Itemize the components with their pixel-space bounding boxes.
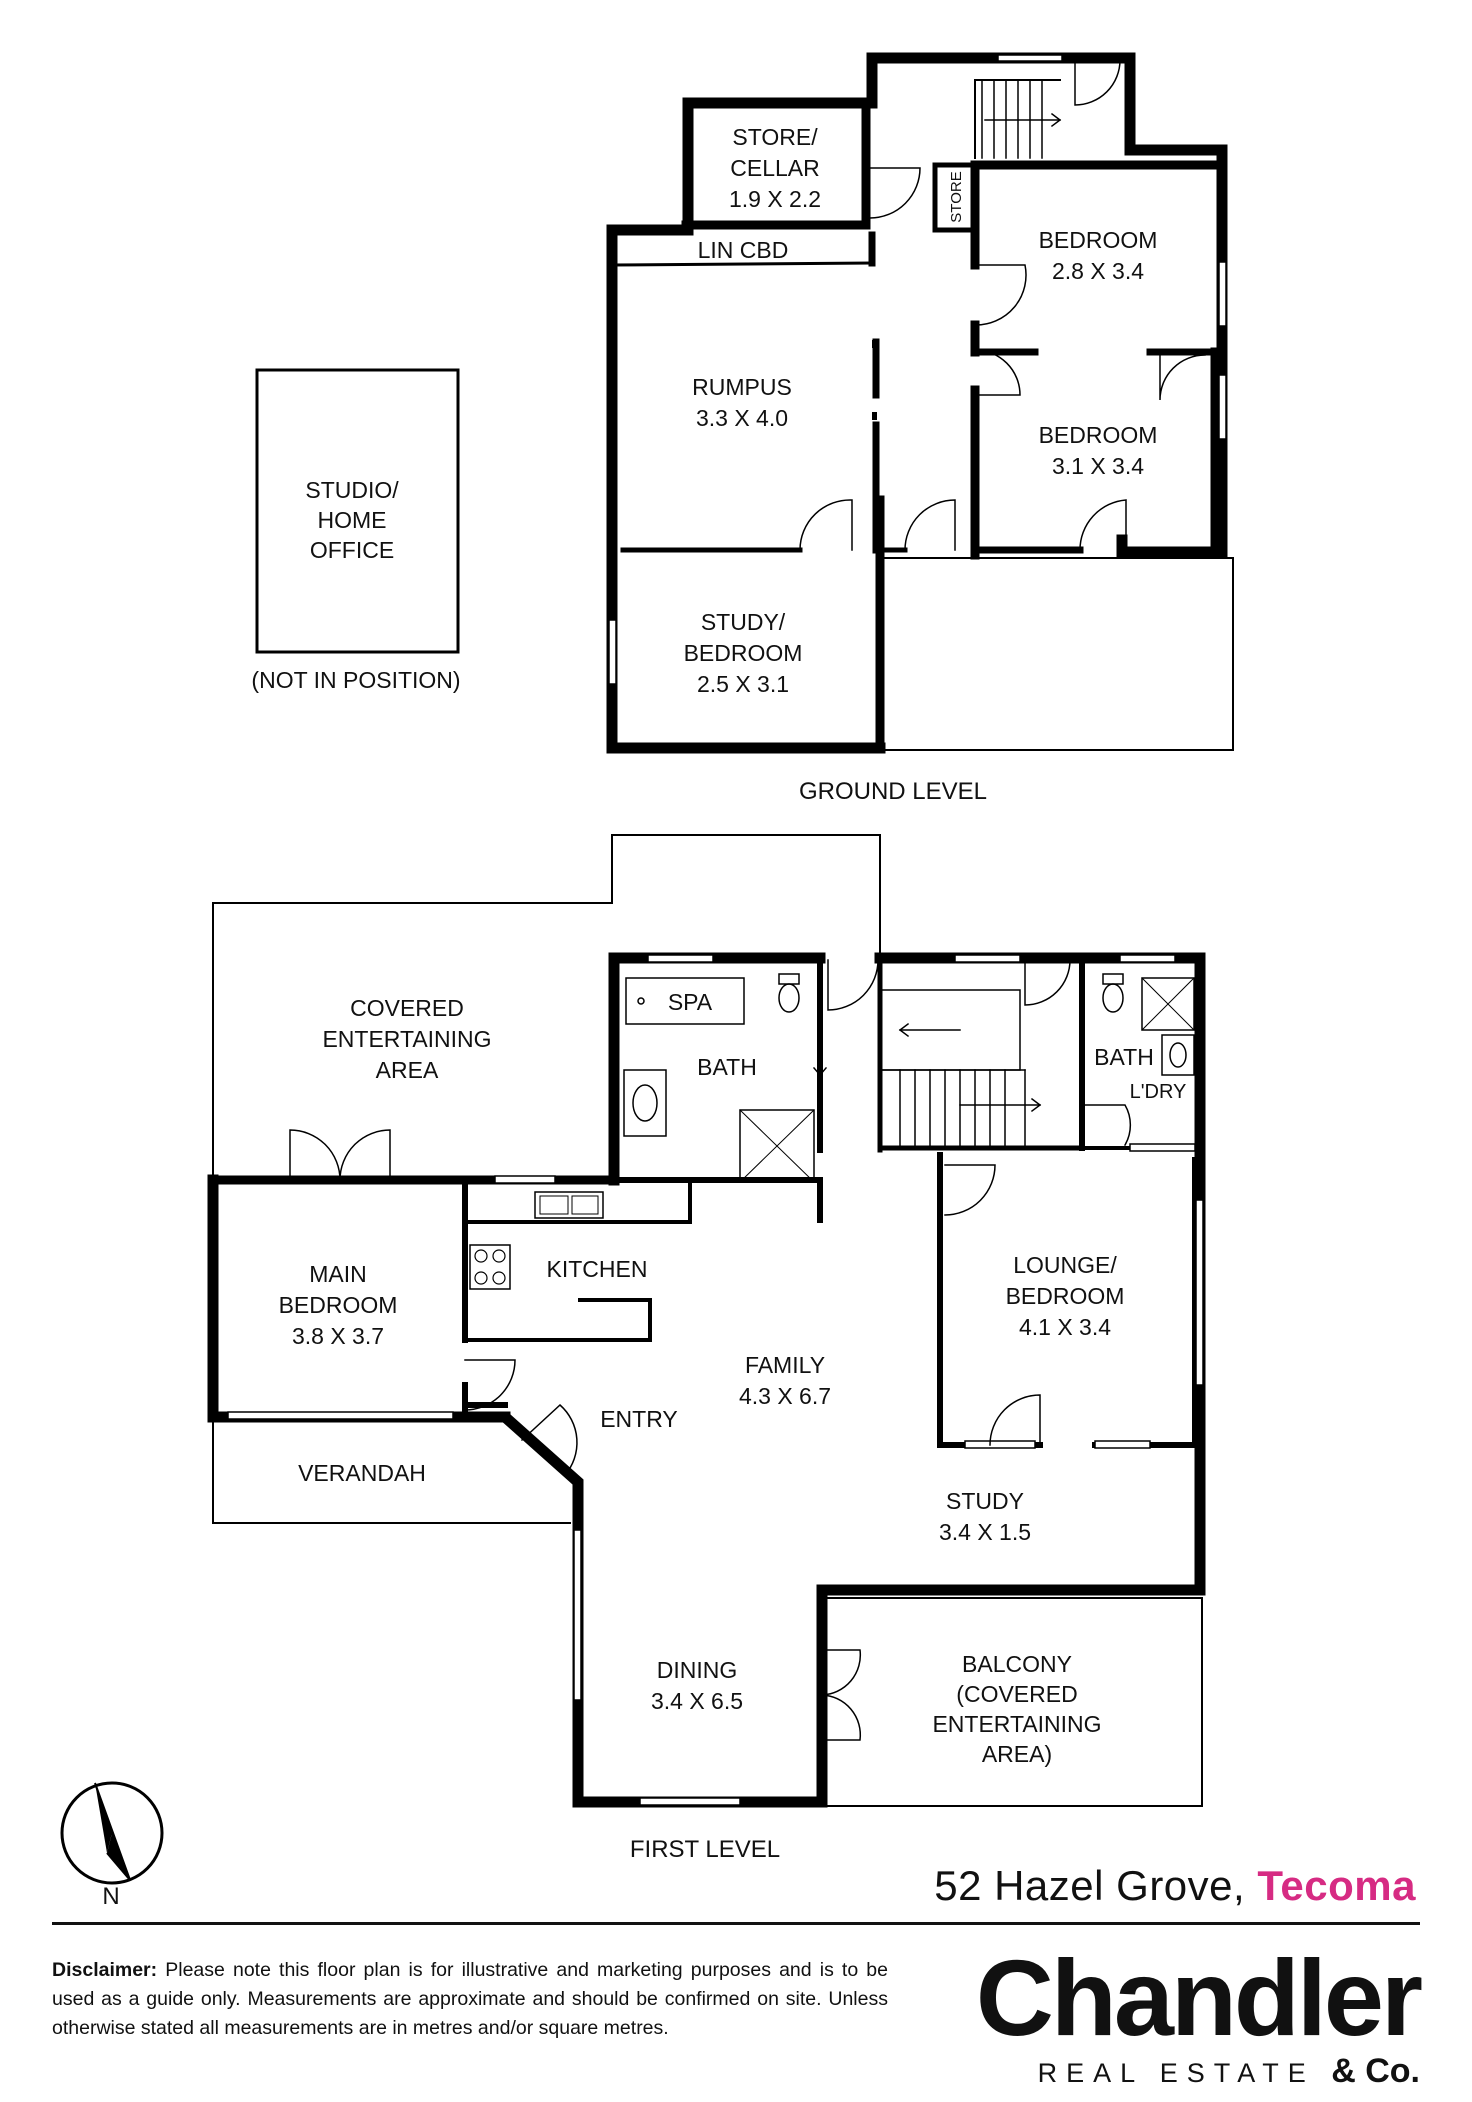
agency-logo: Chandler REAL ESTATE & Co. (975, 1937, 1423, 2091)
lounge-bedroom-line-2: BEDROOM (1006, 1283, 1125, 1309)
studio-line-2: HOME (318, 507, 387, 533)
main-bedroom-line-1: MAIN (309, 1261, 367, 1287)
rumpus-name: RUMPUS (692, 374, 792, 400)
ground-level-plan (606, 52, 1234, 754)
lin-cbd-label: LIN CBD (698, 237, 789, 263)
rumpus-size: 3.3 X 4.0 (696, 405, 788, 431)
covered-entertaining-line-3: AREA (376, 1057, 439, 1083)
balcony-line-2: (COVERED (956, 1681, 1077, 1707)
lounge-bedroom-line-1: LOUNGE/ (1013, 1252, 1117, 1278)
ground-level-labels: STORE/CELLAR 1.9 X 2.2 LIN CBD STORE BEDR… (684, 124, 1158, 805)
study-bedroom-line-2: BEDROOM (684, 640, 803, 666)
verandah-label: VERANDAH (298, 1460, 426, 1486)
lounge-bedroom-size: 4.1 X 3.4 (1019, 1314, 1111, 1340)
disclaimer-body: Please note this floor plan is for illus… (52, 1959, 888, 2039)
property-address: 52 Hazel Grove, Tecoma (934, 1862, 1416, 1910)
disclaimer-heading: Disclaimer: (52, 1959, 158, 1981)
agency-logo-sub: REAL ESTATE & Co. (976, 2052, 1420, 2091)
first-level-title: FIRST LEVEL (630, 1836, 780, 1863)
first-level-labels: COVERED ENTERTAINING AREA SPA BATH BATH L'… (102, 989, 1186, 1910)
covered-entertaining-line-1: COVERED (350, 995, 464, 1021)
dining-name: DINING (657, 1657, 738, 1683)
covered-entertaining-line-2: ENTERTAINING (322, 1026, 491, 1052)
family-size: 4.3 X 6.7 (739, 1383, 831, 1409)
study-size: 3.4 X 1.5 (939, 1519, 1031, 1545)
ground-level-title: GROUND LEVEL (799, 778, 987, 805)
balcony-line-3: ENTERTAINING (932, 1711, 1101, 1737)
study-bedroom-size: 2.5 X 3.1 (697, 671, 789, 697)
entry-label: ENTRY (600, 1406, 678, 1432)
studio-note: (NOT IN POSITION) (251, 667, 460, 693)
north-arrow-icon (60, 1781, 164, 1885)
disclaimer: Disclaimer: Please note this floor plan … (52, 1956, 888, 2043)
bedroom-a-name: BEDROOM (1039, 227, 1158, 253)
address-suburb: Tecoma (1257, 1862, 1416, 1909)
study-name: STUDY (946, 1488, 1024, 1514)
store-label: STORE (948, 171, 965, 222)
store-cellar-size: 1.9 X 2.2 (729, 186, 821, 212)
balcony-line-1: BALCONY (962, 1651, 1072, 1677)
studio-line-1: STUDIO/ (305, 477, 399, 503)
store-cellar-line-2: CELLAR (730, 155, 819, 181)
studio-outline (255, 368, 460, 654)
family-name: FAMILY (745, 1352, 825, 1378)
agency-logo-tagline: REAL ESTATE (1037, 2058, 1315, 2088)
compass-north-label: N (102, 1883, 119, 1910)
bath-main-label: BATH (697, 1054, 757, 1080)
study-bedroom-line-1: STUDY/ (701, 609, 786, 635)
bath-small-label: BATH (1094, 1044, 1154, 1070)
dining-size: 3.4 X 6.5 (651, 1688, 743, 1714)
agency-logo-name: Chandler (975, 1937, 1423, 2058)
bedroom-b-size: 3.1 X 3.4 (1052, 453, 1144, 479)
balcony-line-4: AREA) (982, 1741, 1052, 1767)
kitchen-label: KITCHEN (547, 1256, 648, 1282)
main-bedroom-line-2: BEDROOM (279, 1292, 398, 1318)
main-bedroom-size: 3.8 X 3.7 (292, 1323, 384, 1349)
agency-logo-co: & Co. (1331, 2052, 1420, 2090)
studio-line-3: OFFICE (310, 537, 394, 563)
first-level-plan (207, 834, 1206, 1808)
spa-label: SPA (668, 989, 713, 1015)
laundry-label: L'DRY (1130, 1081, 1187, 1103)
bedroom-b-name: BEDROOM (1039, 422, 1158, 448)
bedroom-a-size: 2.8 X 3.4 (1052, 258, 1144, 284)
address-street: 52 Hazel Grove, (934, 1862, 1246, 1909)
footer-divider (52, 1922, 1420, 1925)
studio-labels: STUDIO/HOME OFFICE (NOT IN POSITION) (251, 477, 460, 693)
store-cellar-line-1: STORE/ (732, 124, 818, 150)
